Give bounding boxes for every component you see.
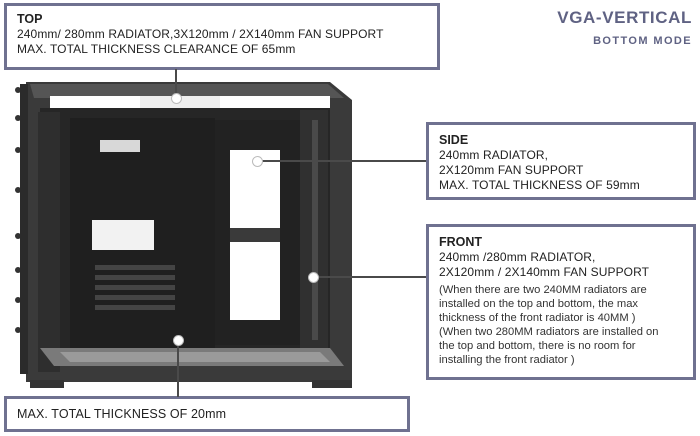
front-heading: FRONT: [439, 235, 483, 249]
tray-cutout: [92, 220, 154, 250]
mode-title-main: VGA-VERTICAL: [557, 8, 692, 27]
top-connector: [175, 69, 177, 97]
front-note-6: installing the front radiator ): [439, 354, 575, 366]
side-line-1: 240mm RADIATOR,: [439, 148, 549, 162]
mode-subtitle: BOTTOM MODE: [593, 35, 692, 47]
side-opening-lower: [230, 240, 280, 320]
front-line-1: 240mm /280mm RADIATOR,: [439, 250, 596, 264]
front-line-2: 2X120mm / 2X140mm FAN SUPPORT: [439, 265, 650, 279]
top-line-2: MAX. TOTAL THICKNESS CLEARANCE OF 65mm: [17, 42, 296, 56]
mode-title: VGA-VERTICAL BOTTOM MODE: [557, 8, 692, 47]
side-line-3: MAX. TOTAL THICKNESS OF 59mm: [439, 178, 640, 192]
side-connector: [258, 160, 426, 162]
front-note-3: thickness of the front radiator is 40MM …: [439, 312, 636, 324]
bottom-marker: [173, 335, 184, 346]
front-note-2: installed on the top and bottom, the max: [439, 298, 639, 310]
side-callout: SIDE 240mm RADIATOR, 2X120mm FAN SUPPORT…: [426, 122, 696, 200]
front-callout: FRONT 240mm /280mm RADIATOR, 2X120mm / 2…: [426, 224, 696, 380]
side-heading: SIDE: [439, 133, 469, 147]
bottom-connector: [177, 340, 179, 397]
top-line-1: 240mm/ 280mm RADIATOR,3X120mm / 2X140mm …: [17, 27, 384, 41]
top-heading: TOP: [17, 12, 43, 26]
top-callout: TOP 240mm/ 280mm RADIATOR,3X120mm / 2X14…: [4, 3, 440, 70]
front-note-1: (When there are two 240MM radiators are: [439, 284, 647, 296]
front-note-4: (When two 280MM radiators are installed …: [439, 326, 659, 338]
front-marker: [308, 272, 319, 283]
side-marker: [252, 156, 263, 167]
bottom-callout: MAX. TOTAL THICKNESS OF 20mm: [4, 396, 410, 432]
side-line-2: 2X120mm FAN SUPPORT: [439, 163, 584, 177]
front-connector: [314, 276, 426, 278]
bottom-heading: MAX. TOTAL THICKNESS OF 20mm: [17, 407, 227, 421]
top-marker: [171, 93, 182, 104]
front-note-5: the top and bottom, there is no room for: [439, 340, 636, 352]
